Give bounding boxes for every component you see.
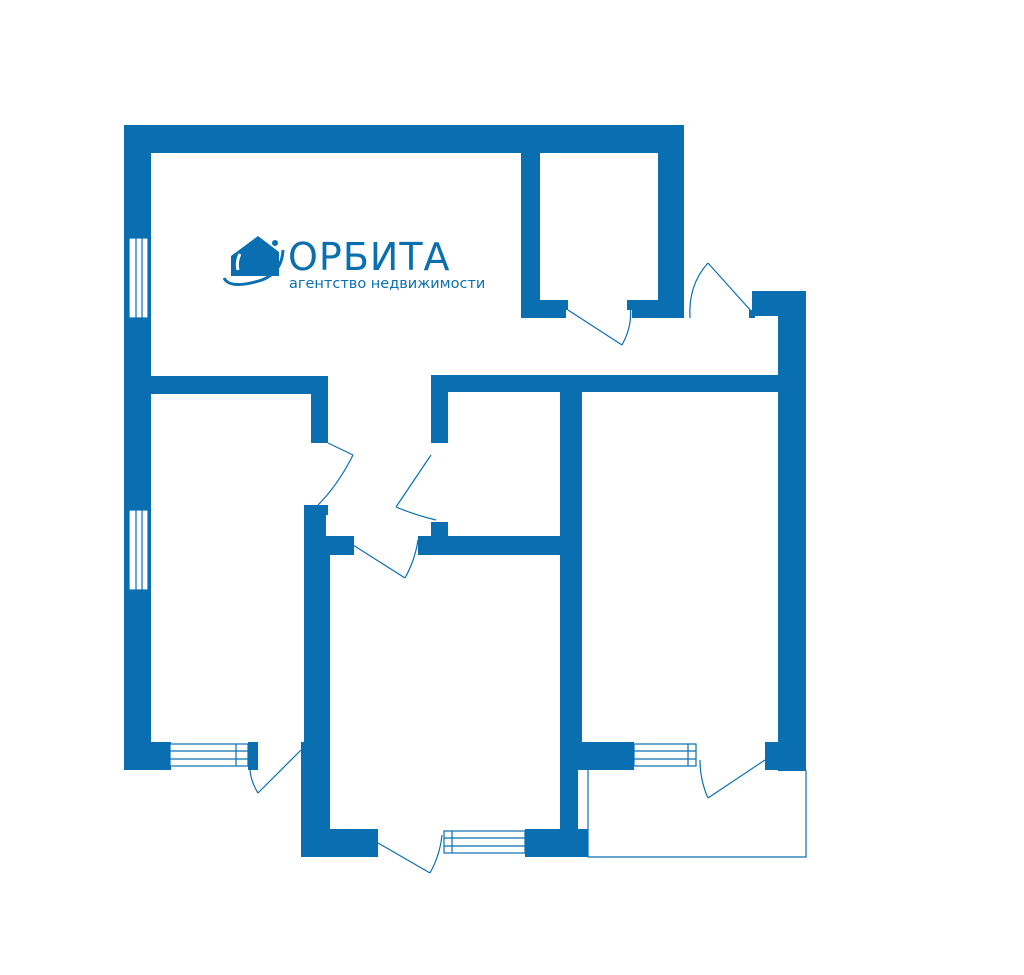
wall-bath-south (418, 536, 578, 555)
wall-closet-bottom-left (521, 300, 566, 318)
door-closet (567, 304, 632, 346)
wall-jamb-closet-left (562, 300, 568, 310)
door-entrance (689, 262, 753, 319)
wall-jamb-entry (749, 310, 755, 318)
window-mid-room-bottom (443, 830, 526, 854)
wall-closet-left (521, 125, 540, 318)
walls (124, 125, 806, 857)
wall-right-room-south-left (560, 742, 634, 770)
window-left-lower (128, 509, 149, 591)
wall-outer-top (124, 125, 684, 153)
wall-left-room-south-right (248, 742, 258, 770)
window-left-room-bottom (169, 743, 249, 767)
wall-mid-room-south-right (525, 829, 588, 857)
wall-left-room-east-upper (311, 376, 328, 443)
wall-closet-right (658, 125, 684, 318)
doors (249, 262, 766, 874)
wall-outer-left (124, 125, 151, 770)
window-right-room-bottom (633, 743, 697, 767)
door-left-room (317, 442, 354, 506)
wall-hall-south-left (124, 376, 328, 394)
wall-hall-south-right (431, 375, 806, 392)
wall-right-room-west (560, 390, 582, 770)
windows (128, 237, 697, 854)
wall-mid-room-south-left (301, 829, 378, 857)
wall-outer-right (778, 291, 806, 771)
wall-mid-room-west-inner (311, 536, 330, 856)
logo-tagline: агентство недвижимости (289, 276, 485, 292)
door-right-balcony (699, 759, 766, 799)
logo-name: ОРБИТА (288, 235, 451, 279)
wall-bath-door-jamb (431, 522, 448, 542)
window-left-upper (128, 237, 149, 319)
wall-bath-west (431, 375, 448, 443)
wall-left-room-south (124, 742, 171, 770)
door-bath (395, 454, 437, 521)
door-mid-balcony (377, 834, 443, 874)
wall-right-room-south-right (765, 742, 806, 770)
door-middle-room (352, 539, 419, 579)
house-orbit-icon (222, 236, 285, 286)
wall-closet-bottom-right (632, 300, 684, 318)
logo: ОРБИТА агентство недвижимости (222, 235, 485, 292)
balcony (587, 770, 807, 858)
door-left-balcony (249, 749, 302, 794)
